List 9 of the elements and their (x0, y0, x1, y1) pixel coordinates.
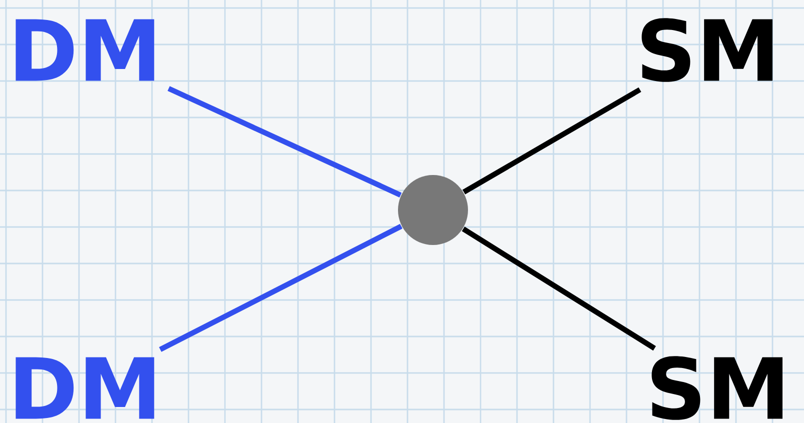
particle-line (168, 86, 402, 198)
particle-label: DM (16, 19, 154, 81)
particle-label: SM (652, 356, 782, 420)
particle-label: SM (642, 18, 772, 82)
particle-line (462, 226, 656, 351)
particle-label: DM (16, 357, 154, 419)
particle-line (159, 224, 402, 352)
particle-line (462, 87, 642, 194)
vertex-dot (398, 175, 468, 245)
